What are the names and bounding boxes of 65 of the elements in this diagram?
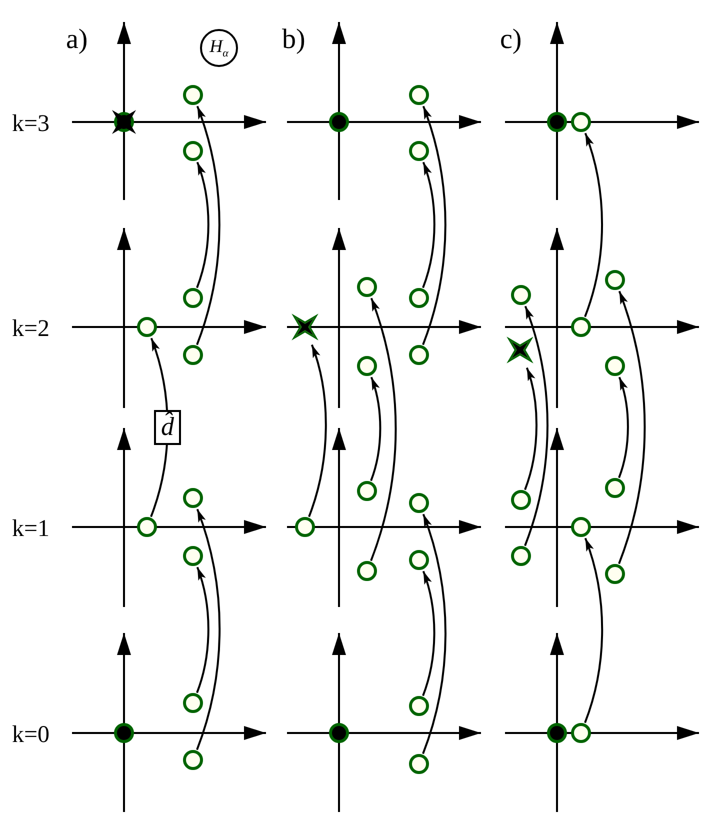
open-circle-marker [357, 561, 377, 581]
open-circle-marker [409, 141, 429, 161]
filled-dot-marker [329, 723, 349, 743]
open-circle-marker [605, 270, 625, 290]
filled-dot-marker [329, 112, 349, 132]
panel-label: a) [66, 26, 88, 54]
curved-arrow [584, 132, 604, 318]
curved-arrow [370, 298, 397, 562]
panel-label: b) [282, 26, 306, 54]
open-circle-marker [409, 288, 429, 308]
circled-symbol: H$_{α}$ [200, 29, 238, 67]
edge-label: d̂ [154, 410, 182, 445]
curved-arrow [370, 376, 382, 482]
open-circle-marker [357, 356, 377, 376]
open-circle-marker [409, 493, 429, 513]
open-circle-marker [511, 490, 531, 510]
open-circle-marker [137, 517, 157, 537]
curved-arrow [422, 570, 436, 696]
open-circle-marker [409, 754, 429, 774]
open-circle-marker [183, 750, 203, 770]
row-label: k=0 [12, 723, 50, 747]
open-circle-marker [409, 345, 429, 365]
open-circle-marker [571, 112, 591, 132]
open-circle-marker [605, 564, 625, 584]
open-circle-marker [511, 546, 531, 566]
curved-arrow [196, 106, 220, 346]
curved-arrow [196, 162, 210, 288]
curved-arrow [524, 367, 538, 490]
open-circle-marker [137, 317, 157, 337]
open-circle-marker [511, 285, 531, 305]
row-label: k=1 [12, 517, 50, 541]
filled-dot-marker [547, 723, 567, 743]
open-circle-marker [295, 517, 315, 537]
curved-arrow [422, 106, 446, 346]
row-label: k=3 [12, 112, 50, 136]
open-circle-marker [357, 277, 377, 297]
open-circle-marker [183, 85, 203, 105]
open-circle-marker [571, 723, 591, 743]
curved-arrow [308, 344, 327, 518]
curved-arrow [584, 538, 604, 724]
curved-arrow [422, 514, 446, 754]
curved-arrow [196, 566, 210, 694]
open-circle-marker [183, 488, 203, 508]
curved-arrow [618, 376, 629, 478]
curved-arrow [196, 508, 221, 750]
open-circle-marker [409, 696, 429, 716]
open-circle-marker [605, 478, 625, 498]
open-circle-marker [183, 546, 203, 566]
open-circle-marker [571, 517, 591, 537]
curved-arrow [618, 290, 646, 564]
open-circle-marker [357, 481, 377, 501]
open-circle-marker [409, 550, 429, 570]
open-circle-marker [183, 141, 203, 161]
panel-label: c) [500, 26, 522, 54]
open-circle-marker [571, 317, 591, 337]
open-circle-marker [605, 356, 625, 376]
open-circle-marker [183, 288, 203, 308]
open-circle-marker [183, 345, 203, 365]
open-circle-marker [183, 693, 203, 713]
open-circle-marker [409, 85, 429, 105]
curved-arrow [422, 162, 436, 288]
curved-arrow [524, 306, 548, 546]
row-label: k=2 [12, 317, 50, 341]
filled-dot-marker [547, 112, 567, 132]
filled-dot-marker [114, 723, 134, 743]
